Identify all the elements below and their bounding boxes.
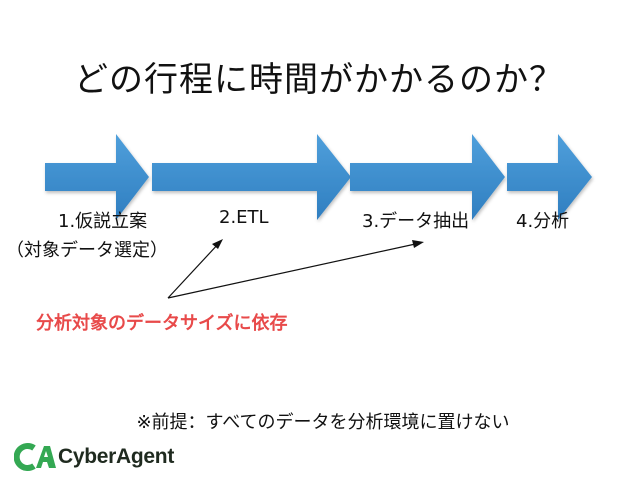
slide-title: どの行程に時間がかかるのか？ bbox=[74, 60, 564, 100]
company-logo: CyberAgent bbox=[14, 440, 174, 474]
pointer-arrowhead-extract bbox=[412, 240, 424, 248]
logo-text: CyberAgent bbox=[58, 445, 175, 468]
stage-arrow-2 bbox=[152, 134, 351, 220]
stage-label-4: 4.分析 bbox=[516, 211, 570, 232]
pointer-line-to-extract bbox=[167, 242, 421, 299]
pointer-line-to-etl bbox=[167, 241, 221, 299]
stage-arrow-3 bbox=[350, 134, 505, 220]
stage-arrow-1 bbox=[45, 134, 149, 220]
stage-sublabel-1: （対象データ選定） bbox=[6, 240, 168, 261]
dependency-note: 分析対象のデータサイズに依存 bbox=[36, 313, 288, 334]
premise-note: ※前提：すべてのデータを分析環境に置けない bbox=[136, 412, 510, 433]
pointer-arrowhead-etl bbox=[212, 239, 223, 249]
stage-label-1: 1.仮説立案 bbox=[58, 211, 148, 232]
stage-arrow-4 bbox=[507, 134, 592, 220]
stage-label-2: 2.ETL bbox=[219, 207, 269, 228]
logo-mark-icon bbox=[14, 443, 56, 471]
stage-label-3: 3.データ抽出 bbox=[362, 211, 470, 232]
